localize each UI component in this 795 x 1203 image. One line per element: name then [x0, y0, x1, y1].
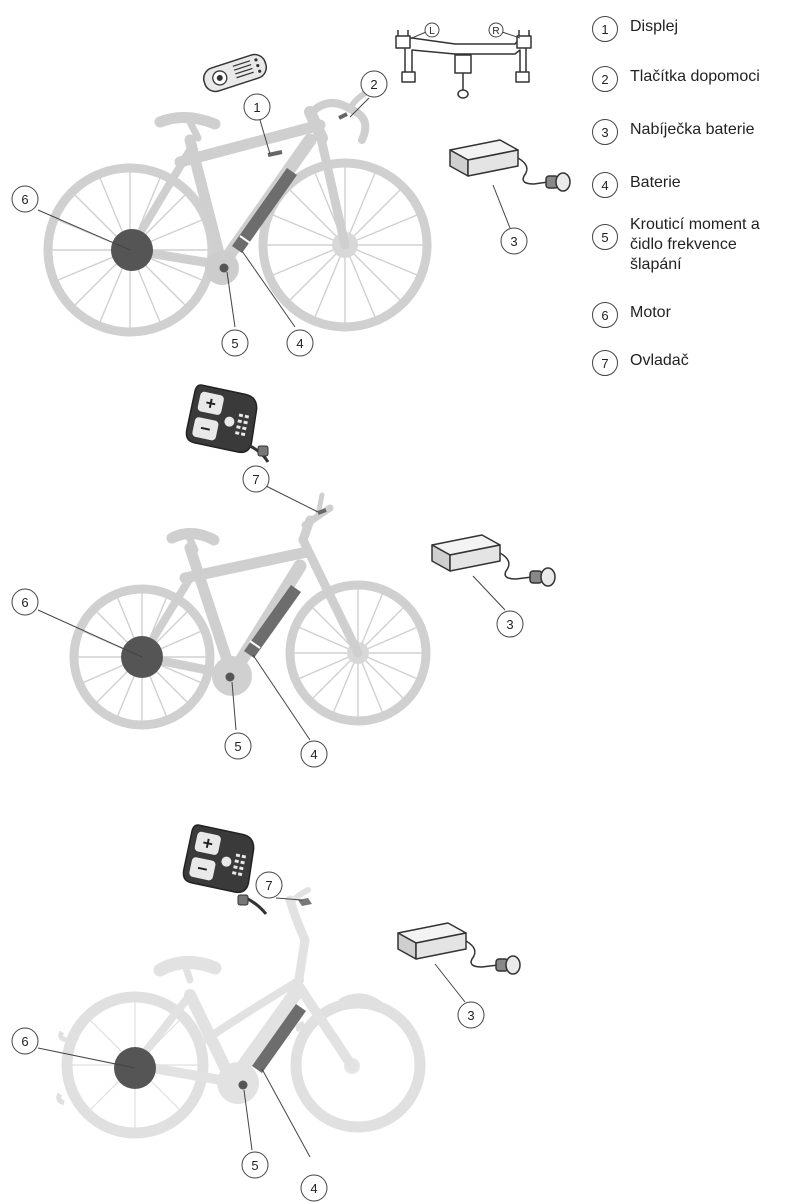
legend-number: 4 — [592, 172, 618, 198]
trekking-bike-callout-7-text: 7 — [252, 472, 259, 487]
legend-label: Baterie — [630, 172, 681, 193]
trekking-bike-callout-3-text: 3 — [506, 617, 513, 632]
trekking-bike-callout-6-text: 6 — [21, 595, 28, 610]
cruiser-bike-remote-mark — [298, 898, 312, 906]
legend-item-motor: 6 Motor — [592, 302, 792, 350]
road-bike-callout-1-text: 1 — [253, 100, 260, 115]
legend-item-torque-cadence-sensor: 5 Krouticí moment a čidlo frekvence šlap… — [592, 214, 792, 302]
display-remote-illustration — [201, 52, 269, 95]
road-bike-callout-4-text: 4 — [296, 336, 303, 351]
trekking-bike-remote-mark — [318, 510, 326, 513]
cruiser-bike-callout-5-text: 5 — [251, 1158, 258, 1173]
legend-label: Nabíječka baterie — [630, 119, 755, 140]
handlebar-illustration — [396, 30, 531, 98]
charger-1-illustration — [450, 140, 570, 191]
legend-label: Motor — [630, 302, 671, 323]
charger-2-illustration — [432, 535, 555, 586]
cruiser-bike-crank-sensor — [239, 1081, 248, 1090]
legend-number: 7 — [592, 350, 618, 376]
legend-number: 3 — [592, 119, 618, 145]
road-bike-crank-sensor — [220, 264, 229, 273]
legend-number: 2 — [592, 66, 618, 92]
legend-label: Ovladač — [630, 350, 689, 371]
trekking-bike-callout-5-text: 5 — [234, 739, 241, 754]
trekking-bike-crank-sensor — [226, 673, 235, 682]
remote-controller-1-illustration: + − — [184, 384, 268, 462]
road-bike-motor — [111, 229, 153, 271]
legend-item-battery: 4 Baterie — [592, 172, 792, 214]
cruiser-bike-callout-4-text: 4 — [310, 1181, 317, 1196]
road-bike-callout-3-text: 3 — [510, 234, 517, 249]
cruiser-bike-callout-6-text: 6 — [21, 1034, 28, 1049]
legend-item-charger: 3 Nabíječka baterie — [592, 119, 792, 172]
road-bike-assist-mark — [339, 114, 347, 118]
cruiser-bike-callout-3-text: 3 — [467, 1008, 474, 1023]
legend-item-controller: 7 Ovladač — [592, 350, 792, 390]
legend-number: 5 — [592, 224, 618, 250]
road-bike: L R 1 2 — [12, 23, 570, 356]
charger-3-illustration — [398, 923, 520, 974]
legend-label: Displej — [630, 16, 678, 37]
cruiser-bike: + − — [12, 824, 520, 1201]
road-bike-callout-2-text: 2 — [370, 77, 377, 92]
cruiser-bike-frame — [135, 890, 352, 1082]
trekking-bike-callout-4-text: 4 — [310, 747, 317, 762]
handlebar-left-mark-text: L — [429, 26, 435, 37]
cruiser-bike-callout-7-text: 7 — [265, 878, 272, 893]
legend-label: Tlačítka dopomoci — [630, 66, 760, 87]
legend-label: Krouticí moment a čidlo frekvence šlapán… — [630, 214, 760, 275]
handlebar-right-mark-text: R — [492, 26, 499, 37]
legend-number: 1 — [592, 16, 618, 42]
road-bike-callout-6-text: 6 — [21, 192, 28, 207]
trekking-bike: + − — [12, 384, 555, 767]
legend-number: 6 — [592, 302, 618, 328]
parts-legend: 1 Displej 2 Tlačítka dopomoci 3 Nabíječk… — [592, 16, 792, 390]
road-bike-callout-5-text: 5 — [231, 336, 238, 351]
remote-controller-2-illustration: + − — [181, 824, 266, 914]
legend-item-assist-buttons: 2 Tlačítka dopomoci — [592, 66, 792, 119]
legend-item-display: 1 Displej — [592, 16, 792, 66]
